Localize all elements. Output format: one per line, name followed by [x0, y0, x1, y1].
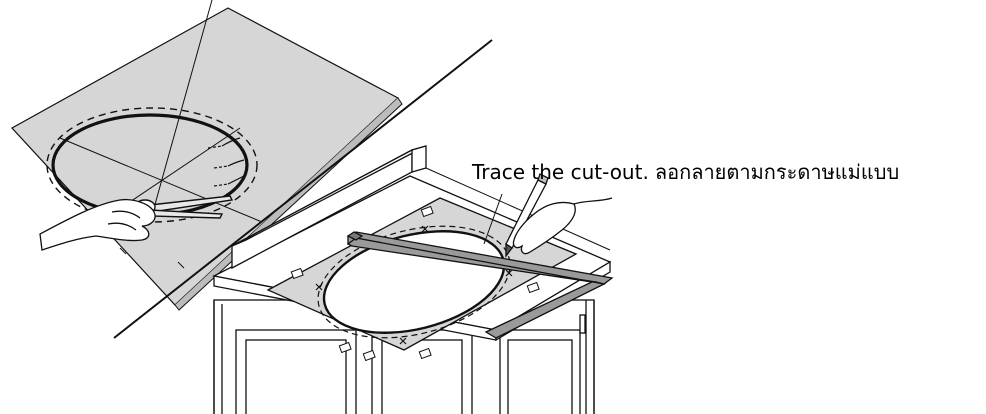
- leader-line: [153, 0, 213, 209]
- right-panel-tracing: [212, 145, 614, 414]
- hand-right: [512, 197, 613, 255]
- instruction-label: Trace the cut-out.ลอกลายตามกระดาษแม่แบบ: [472, 160, 899, 184]
- cross-markers: [315, 225, 513, 345]
- template-dashed-ring: [317, 225, 511, 339]
- panel-divider: [113, 39, 493, 339]
- tape-tabs: [290, 205, 540, 362]
- measure-marks: [207, 137, 245, 187]
- ruler-top: [346, 231, 364, 241]
- pencil-icon: [505, 173, 549, 258]
- label-leader: [483, 193, 503, 245]
- instruction-text-th: ลอกลายตามกระดาษแม่แบบ: [654, 160, 900, 184]
- dashed-cut-line: [46, 107, 258, 223]
- backsplash-right: [411, 145, 427, 173]
- instruction-text-en: Trace the cut-out.: [472, 160, 649, 184]
- center-line-a: [59, 137, 263, 223]
- ruler-body: [346, 237, 607, 339]
- hand-left: [39, 198, 156, 251]
